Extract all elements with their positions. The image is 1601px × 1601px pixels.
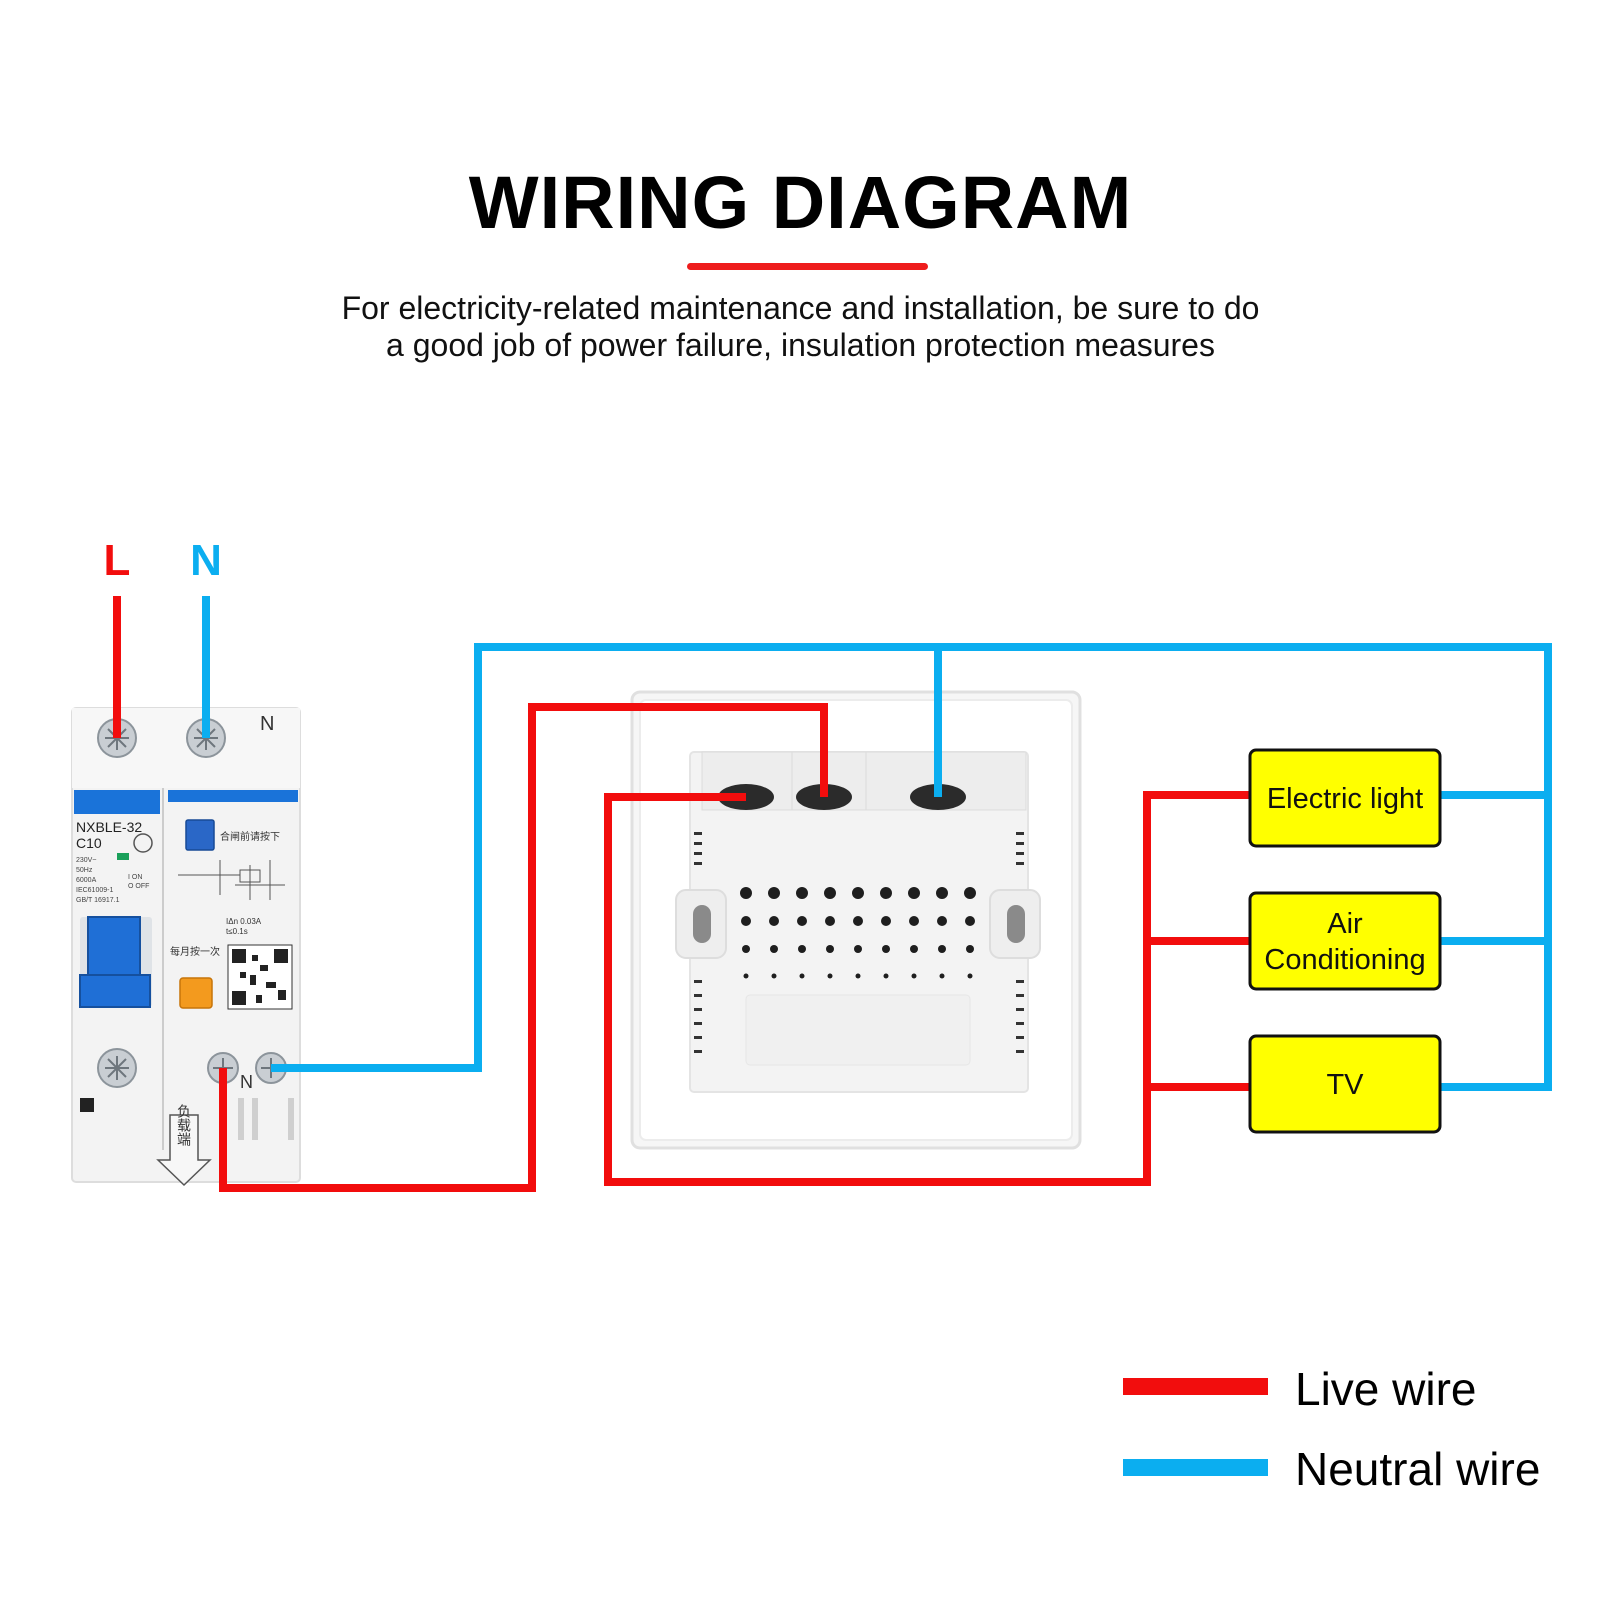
breaker-bottom-n-mark: N	[240, 1072, 253, 1092]
breaker-spec-line: 50Hz	[76, 867, 93, 874]
wall-switch-back	[630, 690, 1082, 1150]
breaker-spec-line: 6000A	[76, 877, 97, 884]
trip-spec-1: IΔn 0.03A	[226, 917, 262, 926]
breaker-spec-line: GB/T 16917.1	[76, 897, 120, 904]
safety-note: For electricity-related maintenance and …	[0, 290, 1601, 364]
load-tv: TV	[1248, 1034, 1442, 1134]
ccc-mark	[133, 833, 153, 853]
breaker-schematic	[178, 860, 285, 900]
trip-spec-2: t≤0.1s	[226, 927, 248, 936]
breaker-rating: C10	[76, 835, 102, 851]
safety-note-line-2: a good job of power failure, insulation …	[386, 327, 1215, 363]
legend-neutral-swatch	[1123, 1459, 1268, 1476]
breaker-spec: 230V~ 50Hz 6000A IEC61009-1 GB/T 16917.1…	[76, 857, 149, 904]
load-label: TV	[1326, 1069, 1364, 1101]
breaker-spec-line: IEC61009-1	[76, 887, 113, 894]
safety-note-line-1: For electricity-related maintenance and …	[341, 290, 1260, 326]
load-side-arrow	[156, 1114, 212, 1187]
live-wires	[113, 596, 1250, 1192]
breaker-on-label: I ON	[128, 874, 142, 881]
test-button	[185, 819, 215, 851]
bottom-live-screw	[97, 1048, 137, 1088]
status-indicator	[117, 853, 129, 860]
load-label: Air	[1327, 908, 1363, 940]
load-air-conditioning: Air Conditioning	[1248, 891, 1442, 991]
neutral-main-loop	[271, 643, 1552, 1091]
mounting-hole-left	[693, 905, 711, 943]
legend-live-swatch	[1123, 1378, 1268, 1395]
page-title: WIRING DIAGRAM	[468, 161, 1133, 244]
load-label: Electric light	[1267, 783, 1423, 815]
legend-neutral-label: Neutral wire	[1295, 1443, 1541, 1495]
push-note: 合闸前请按下	[220, 830, 280, 843]
live-switched-out	[604, 791, 1250, 1186]
load-label: Conditioning	[1264, 944, 1425, 976]
load-electric-light: Electric light	[1248, 748, 1442, 848]
legend-live-label: Live wire	[1295, 1363, 1477, 1415]
circuit-breaker: N NXBLE-32 C10 230V~ 50Hz 6000A IEC61009…	[71, 707, 301, 1187]
reset-button	[179, 977, 213, 1009]
live-to-switch-in	[219, 703, 828, 1192]
monthly-note: 每月按一次	[170, 945, 220, 958]
breaker-model: NXBLE-32	[76, 819, 142, 835]
breaker-off-label: O OFF	[128, 883, 149, 890]
qr-code	[227, 944, 293, 1010]
neutral-wires	[202, 596, 1552, 1091]
vent-holes	[740, 887, 976, 979]
mounting-hole-right	[1007, 905, 1025, 943]
side-slots	[694, 832, 1024, 1053]
load-side-label: 负载端	[176, 1104, 192, 1146]
live-terminal-label: L	[104, 536, 131, 585]
legend	[1123, 1378, 1268, 1476]
breaker-top-n-mark: N	[260, 713, 274, 735]
neutral-terminal-label: N	[190, 536, 222, 585]
title-underline	[687, 263, 928, 270]
breaker-spec-line: 230V~	[76, 857, 96, 864]
